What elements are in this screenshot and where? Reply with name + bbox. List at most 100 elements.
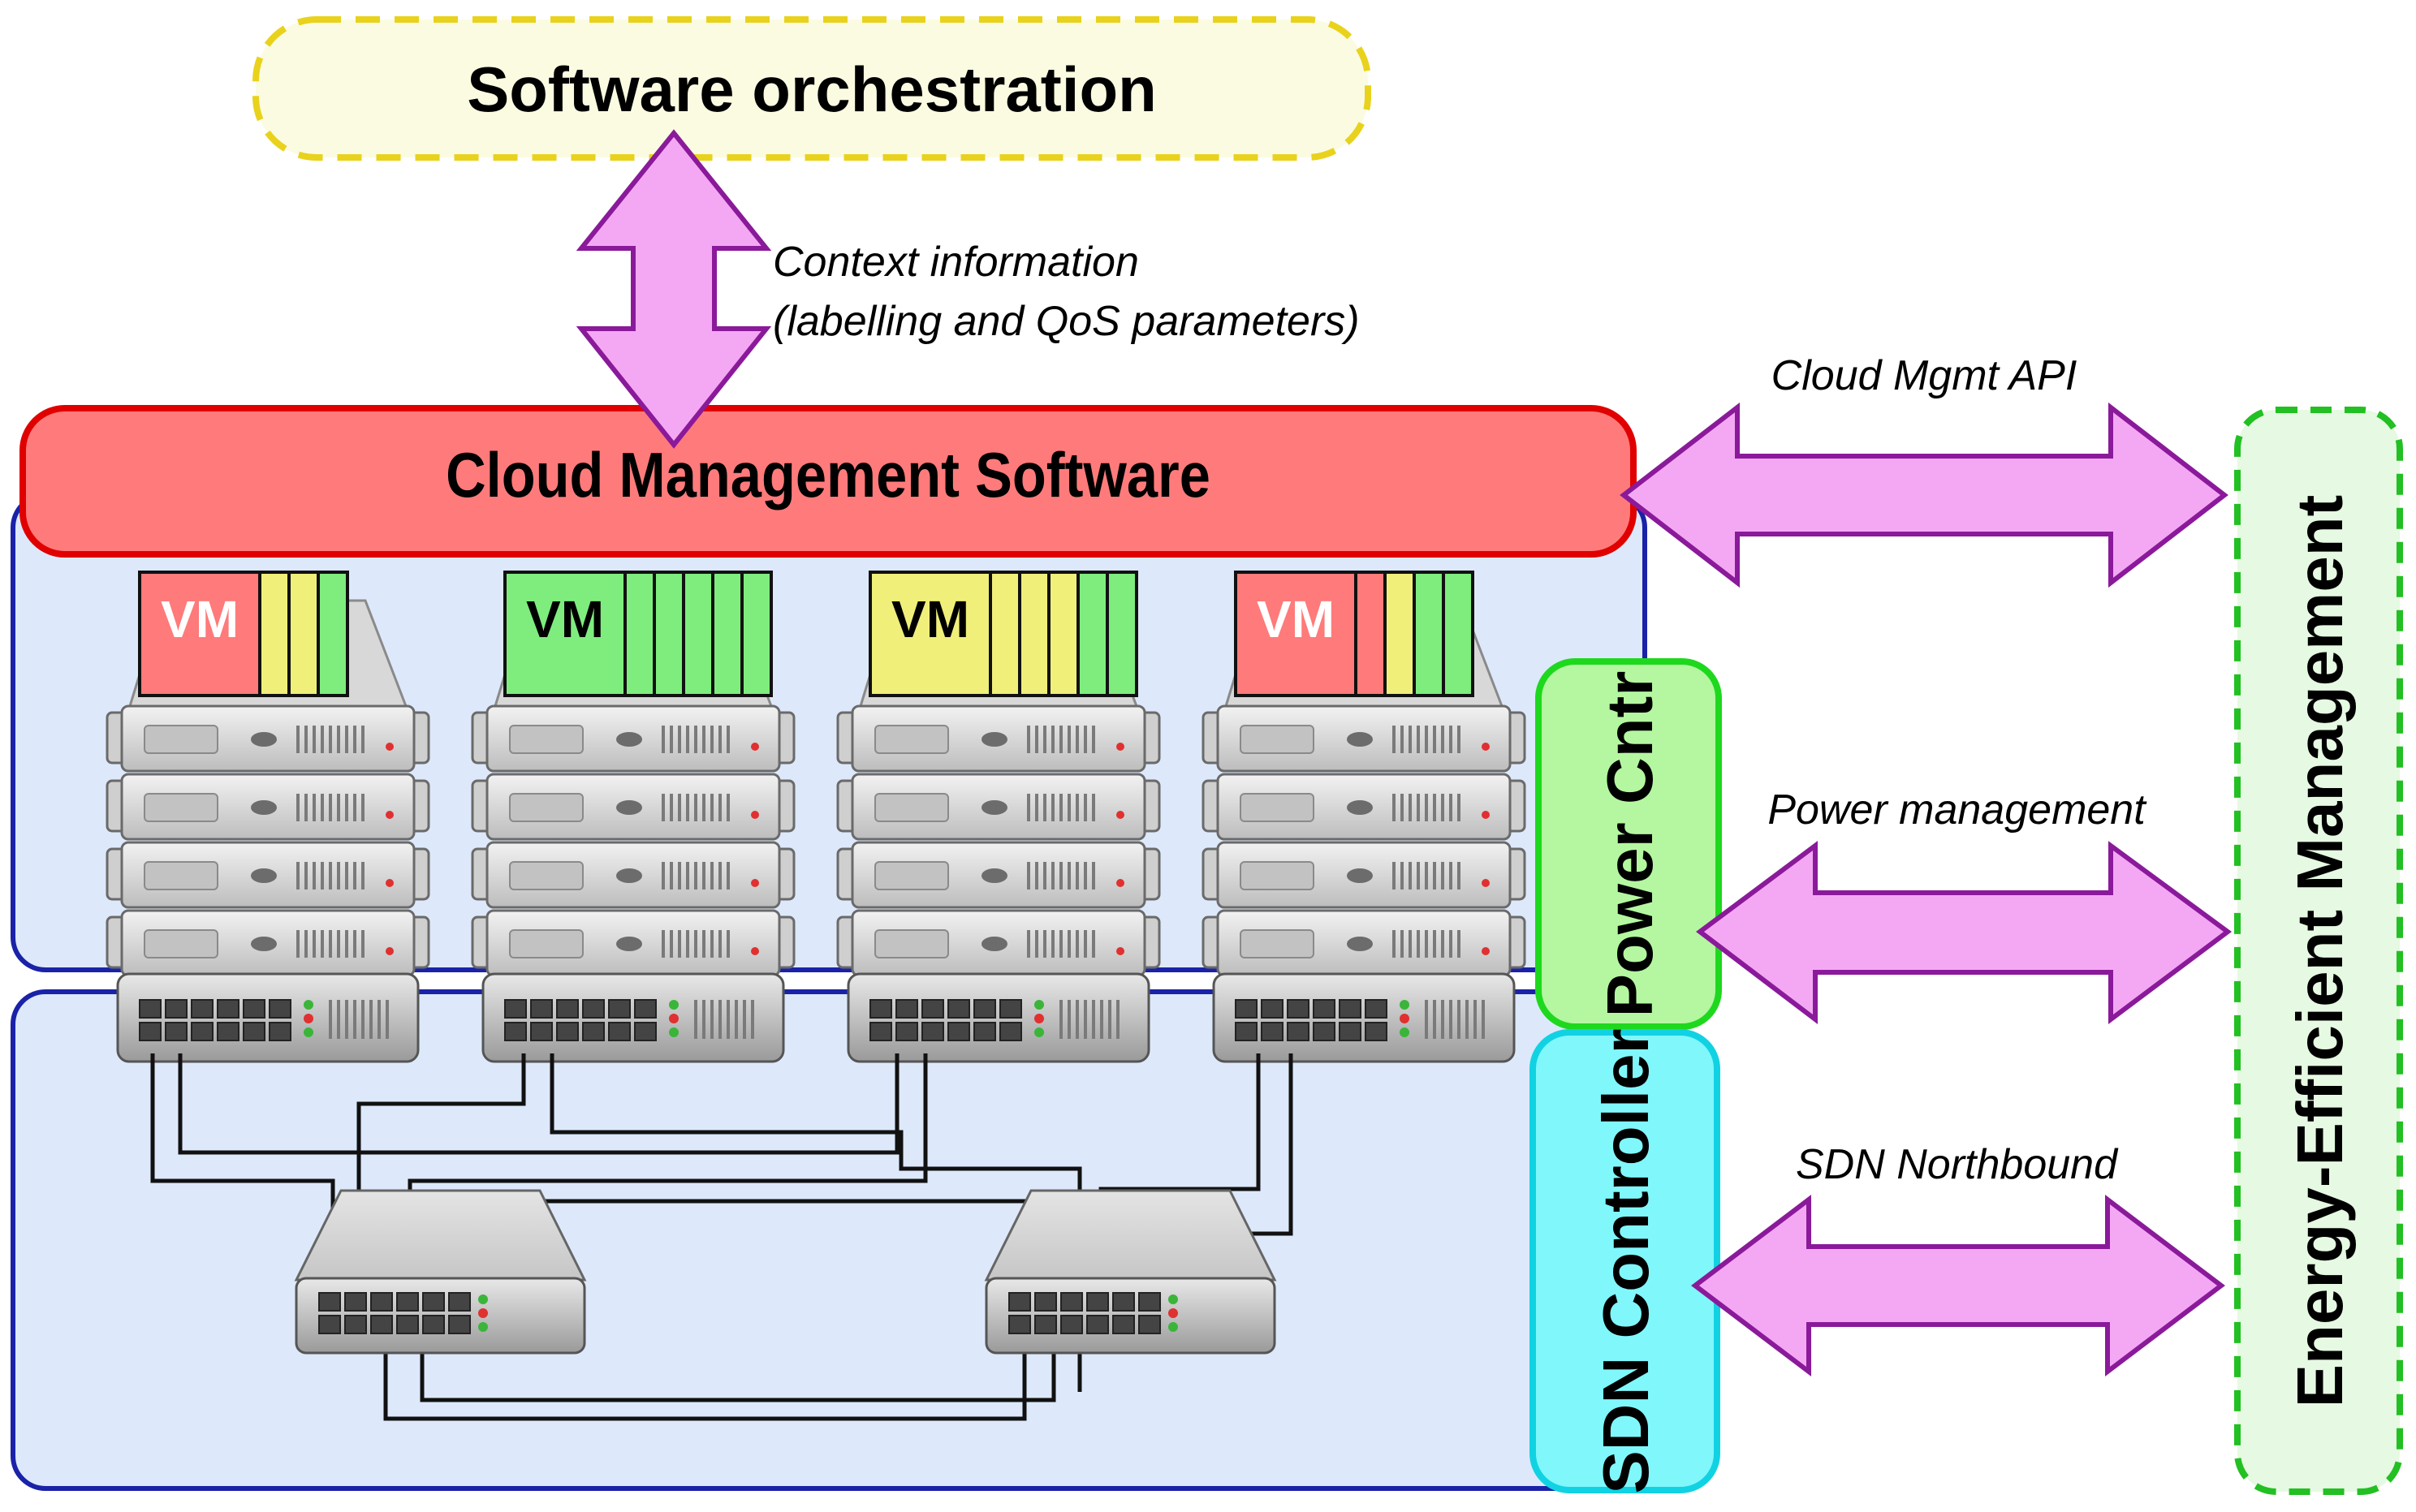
vm-task-slot: [740, 571, 773, 697]
switch-port: [973, 999, 996, 1019]
vent-slot: [353, 930, 356, 958]
drive-bay: [509, 929, 584, 958]
switch-port: [582, 1022, 605, 1041]
vent-slot: [718, 1000, 722, 1039]
status-led: [1482, 947, 1490, 955]
vent-slot: [1092, 1000, 1095, 1039]
vent-slot: [662, 862, 665, 890]
switch-port: [921, 1022, 944, 1041]
vent-slot: [1425, 930, 1428, 958]
vent-slot: [296, 794, 300, 821]
vent-slot: [1051, 794, 1055, 821]
aggregation-switch: [294, 1189, 587, 1355]
vent-slot: [678, 726, 681, 753]
switch-port: [608, 999, 631, 1019]
vent-slot: [694, 862, 697, 890]
vent-slot: [1417, 726, 1420, 753]
vent-slot: [702, 930, 705, 958]
vent-slot: [329, 862, 332, 890]
vent-slot: [1425, 794, 1428, 821]
vent-slot: [1449, 726, 1452, 753]
switch-port: [165, 999, 188, 1019]
drive-bay: [509, 861, 584, 890]
vent-slot: [1068, 862, 1071, 890]
cloud-api-label: Cloud Mgmt API: [1771, 352, 2077, 399]
switch-port: [608, 1022, 631, 1041]
sdn-controller-label: SDN Controller: [1590, 1028, 1662, 1493]
vent-slot: [1441, 930, 1444, 958]
switch-port: [370, 1315, 393, 1334]
software-orchestration-box: Software orchestration: [252, 16, 1371, 161]
vent-slot: [321, 794, 324, 821]
drive-bay: [144, 861, 218, 890]
vent-slot: [710, 726, 714, 753]
power-double-arrow: [1696, 841, 2233, 1025]
switch-port: [1287, 999, 1309, 1019]
switch-port: [1287, 1022, 1309, 1041]
status-led: [751, 879, 759, 887]
vent-slot: [353, 1000, 356, 1039]
switch-port: [973, 1022, 996, 1041]
vent-slot: [361, 1000, 365, 1039]
vent-slot: [710, 1000, 714, 1039]
vent-slot: [1457, 794, 1460, 821]
switch-led: [478, 1308, 488, 1318]
switch-led: [304, 1000, 313, 1010]
vm-task-slot: [1383, 571, 1416, 697]
vent-slot: [1076, 726, 1079, 753]
vent-slot: [694, 794, 697, 821]
vent-slot: [670, 862, 673, 890]
switch-port: [1261, 1022, 1284, 1041]
switch-port: [504, 1022, 527, 1041]
vent-slot: [1417, 862, 1420, 890]
vent-slot: [670, 726, 673, 753]
context-info-line2: (labelling and QoS parameters): [773, 298, 1360, 345]
switch-led: [669, 1027, 679, 1037]
switch-port: [634, 999, 657, 1019]
vent-slot: [1076, 930, 1079, 958]
vent-slot: [702, 726, 705, 753]
switch-led: [1168, 1294, 1178, 1304]
vm-task-slot: [1354, 571, 1387, 697]
vent-slot: [337, 862, 340, 890]
vent-slot: [727, 726, 730, 753]
vent-slot: [710, 794, 714, 821]
switch-port: [582, 999, 605, 1019]
switch-port: [448, 1315, 471, 1334]
vent-slot: [1433, 726, 1436, 753]
status-led: [386, 811, 394, 819]
vent-slot: [1035, 930, 1038, 958]
switch-port: [318, 1315, 341, 1334]
vent-slot: [345, 794, 348, 821]
status-led: [1116, 879, 1124, 887]
drive-bay: [144, 793, 218, 822]
vent-slot: [1059, 1000, 1063, 1039]
vm-task-slot: [258, 571, 291, 697]
cloud-api-double-arrow: [1620, 402, 2228, 588]
vent-slot: [1457, 930, 1460, 958]
switch-led: [478, 1322, 488, 1332]
switch-port: [1034, 1292, 1057, 1312]
vm-label: VM: [526, 590, 604, 648]
vent-slot: [1108, 1000, 1111, 1039]
unit-button: [616, 937, 642, 951]
switch-port: [318, 1292, 341, 1312]
switch-port: [1138, 1292, 1161, 1312]
unit-button: [251, 800, 277, 815]
switch-port: [191, 1022, 214, 1041]
vm-task-slot: [623, 571, 656, 697]
vent-slot: [353, 862, 356, 890]
vent-slot: [1068, 1000, 1071, 1039]
vent-slot: [361, 726, 365, 753]
switch-port: [396, 1315, 419, 1334]
cable: [383, 1351, 1027, 1421]
vm-task-slot: [711, 571, 744, 697]
switch-port: [1086, 1315, 1109, 1334]
vent-slot: [1059, 794, 1063, 821]
drive-bay: [874, 861, 949, 890]
vent-slot: [1043, 794, 1046, 821]
vent-slot: [1027, 930, 1030, 958]
vent-slot: [1116, 1000, 1120, 1039]
vent-slot: [329, 930, 332, 958]
vent-slot: [386, 1000, 389, 1039]
